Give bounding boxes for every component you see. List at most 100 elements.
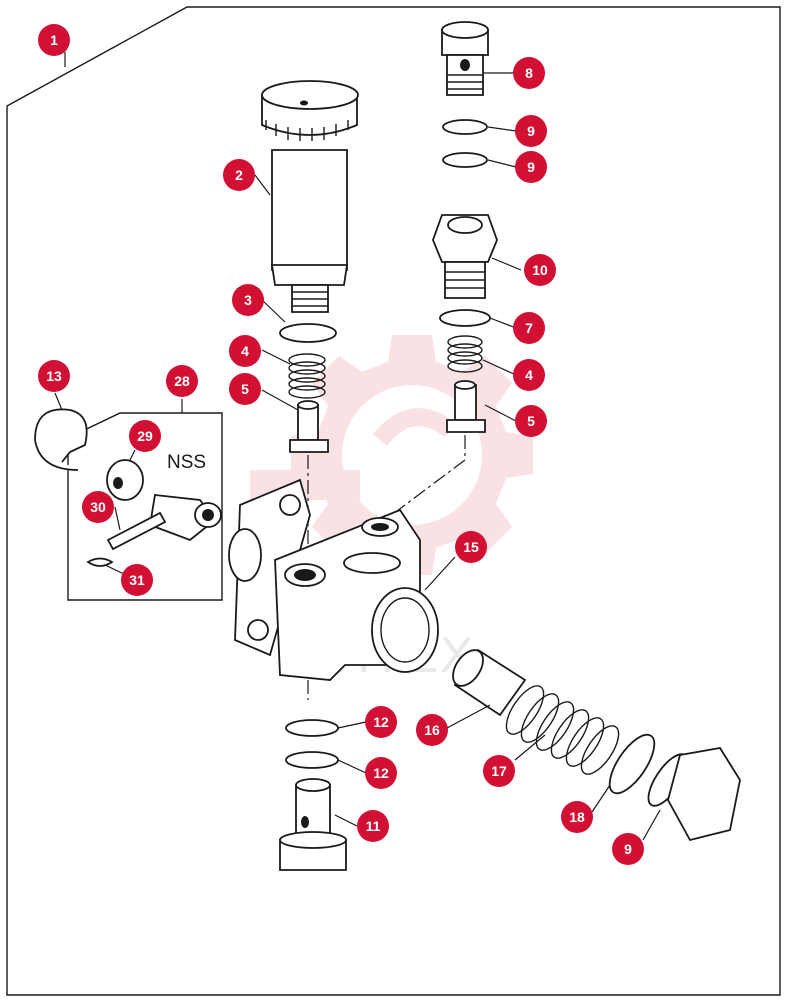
callout-circle xyxy=(38,24,70,56)
callout-circle xyxy=(515,151,547,183)
callout-10: 10 xyxy=(524,254,556,286)
callout-circle xyxy=(416,714,448,746)
callout-9: 9 xyxy=(515,151,547,183)
callout-number: 15 xyxy=(463,539,479,555)
callout-number: 28 xyxy=(174,373,190,389)
callout-1: 1 xyxy=(38,24,70,56)
callout-18: 18 xyxy=(561,801,593,833)
callout-circle xyxy=(365,757,397,789)
part-2-primer-pump xyxy=(261,80,359,313)
callout-13: 13 xyxy=(38,360,70,392)
callout-circle xyxy=(612,833,644,865)
part-31-clip xyxy=(86,557,114,567)
callout-5: 5 xyxy=(515,405,547,437)
part-9-washer-second xyxy=(442,152,488,168)
callout-number: 3 xyxy=(244,292,252,308)
callout-number: 10 xyxy=(532,262,548,278)
part-4-spring-right xyxy=(447,335,483,373)
callout-3: 3 xyxy=(232,284,264,316)
callout-number: 7 xyxy=(525,320,533,336)
callout-17: 17 xyxy=(483,755,515,787)
callout-8: 8 xyxy=(513,57,545,89)
callout-circle xyxy=(129,420,161,452)
callout-29: 29 xyxy=(129,420,161,452)
part-15-pump-body xyxy=(234,478,439,681)
part-7-o-ring xyxy=(439,309,491,327)
callout-circle xyxy=(515,405,547,437)
part-4-spring-left xyxy=(288,353,326,399)
callout-12: 12 xyxy=(365,757,397,789)
callout-circle xyxy=(82,491,114,523)
callout-number: 5 xyxy=(527,413,535,429)
part-3-o-ring xyxy=(279,323,337,343)
callout-number: 9 xyxy=(624,841,632,857)
part-13-snap-ring xyxy=(34,408,88,471)
part-17-spring xyxy=(505,685,620,775)
callout-number: 30 xyxy=(90,499,106,515)
callout-circle xyxy=(483,755,515,787)
callout-30: 30 xyxy=(82,491,114,523)
callout-28: 28 xyxy=(166,365,198,397)
callout-circle xyxy=(513,312,545,344)
callout-number: 11 xyxy=(366,818,381,834)
callout-circle xyxy=(223,159,255,191)
callout-16: 16 xyxy=(416,714,448,746)
callout-circle xyxy=(357,810,389,842)
callout-4: 4 xyxy=(513,359,545,391)
part-10-fitting xyxy=(432,214,498,299)
callout-number: 4 xyxy=(241,343,249,359)
callout-number: 5 xyxy=(241,381,249,397)
callout-circle xyxy=(524,254,556,286)
callout-circle xyxy=(365,706,397,738)
callout-11: 11 xyxy=(357,810,389,842)
callout-circle xyxy=(121,564,153,596)
callout-circle xyxy=(515,115,547,147)
callout-number: 12 xyxy=(373,714,389,730)
callout-circle xyxy=(513,359,545,391)
callout-number: 9 xyxy=(527,123,535,139)
callout-circle xyxy=(513,57,545,89)
part-30-pin xyxy=(106,511,167,551)
callout-number: 17 xyxy=(491,763,507,779)
callout-12: 12 xyxy=(365,706,397,738)
callout-9: 9 xyxy=(612,833,644,865)
callout-circle xyxy=(166,365,198,397)
part-9-plug xyxy=(647,747,741,842)
inset-label-nss: NSS xyxy=(167,452,206,473)
callout-number: 12 xyxy=(373,765,389,781)
part-12-washer-lower xyxy=(285,751,339,769)
callout-9: 9 xyxy=(515,115,547,147)
callout-circle xyxy=(229,373,261,405)
part-9-washer-top xyxy=(442,119,488,135)
callout-number: 16 xyxy=(424,722,440,738)
callout-circle xyxy=(455,531,487,563)
part-8-banjo-bolt xyxy=(441,21,489,96)
part-tappet xyxy=(148,494,262,582)
callout-number: 9 xyxy=(527,159,535,175)
callout-7: 7 xyxy=(513,312,545,344)
callout-circle xyxy=(38,360,70,392)
callout-15: 15 xyxy=(455,531,487,563)
part-5-piston-right xyxy=(446,380,486,433)
callout-circle xyxy=(561,801,593,833)
part-29-roller xyxy=(106,459,144,501)
callout-number: 2 xyxy=(235,167,243,183)
callout-31: 31 xyxy=(121,564,153,596)
callout-5: 5 xyxy=(229,373,261,405)
callout-number: 1 xyxy=(50,32,58,48)
part-16-piston xyxy=(452,648,527,717)
part-12-washer-upper xyxy=(285,719,339,737)
callout-number: 13 xyxy=(46,368,62,384)
callout-number: 29 xyxy=(137,428,153,444)
callout-circle xyxy=(229,335,261,367)
callout-number: 8 xyxy=(525,65,533,81)
callout-4: 4 xyxy=(229,335,261,367)
part-11-banjo-bolt xyxy=(279,778,347,871)
callout-number: 31 xyxy=(129,572,145,588)
callout-2: 2 xyxy=(223,159,255,191)
callout-number: 18 xyxy=(569,809,585,825)
callout-number: 4 xyxy=(525,367,533,383)
